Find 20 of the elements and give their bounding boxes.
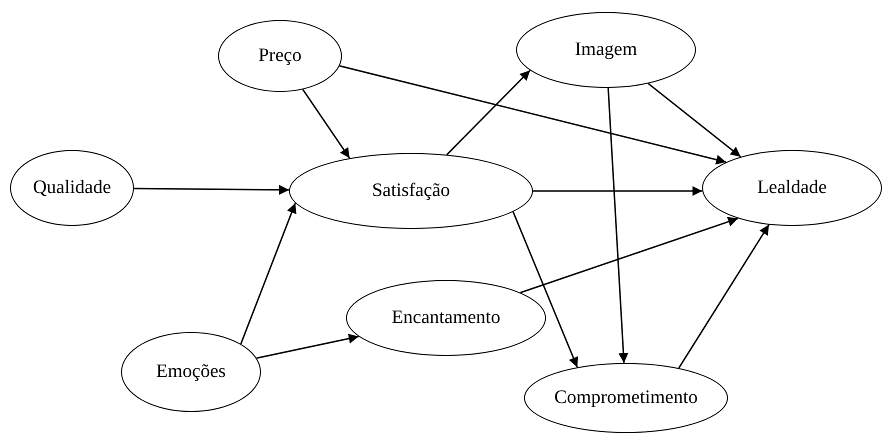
node-label: Imagem <box>574 39 638 61</box>
arrow <box>678 224 770 368</box>
node-label: Comprometimento <box>554 387 698 409</box>
node-label: Emoções <box>156 361 226 383</box>
node-label: Qualidade <box>32 177 112 199</box>
arrow <box>446 70 531 156</box>
node-label: Satisfação <box>372 180 450 202</box>
arrow <box>240 202 296 344</box>
node-label: Preço <box>258 45 302 67</box>
arrow <box>134 184 290 195</box>
node-label: Lealdade <box>757 177 827 199</box>
arrow <box>339 65 726 165</box>
node-label: Encantamento <box>392 307 500 329</box>
arrow <box>607 88 628 364</box>
arrow <box>512 212 578 368</box>
arrow <box>302 89 350 159</box>
arrow <box>648 82 742 158</box>
arrow <box>533 186 702 196</box>
arrow <box>520 216 738 294</box>
arrow <box>256 334 359 359</box>
